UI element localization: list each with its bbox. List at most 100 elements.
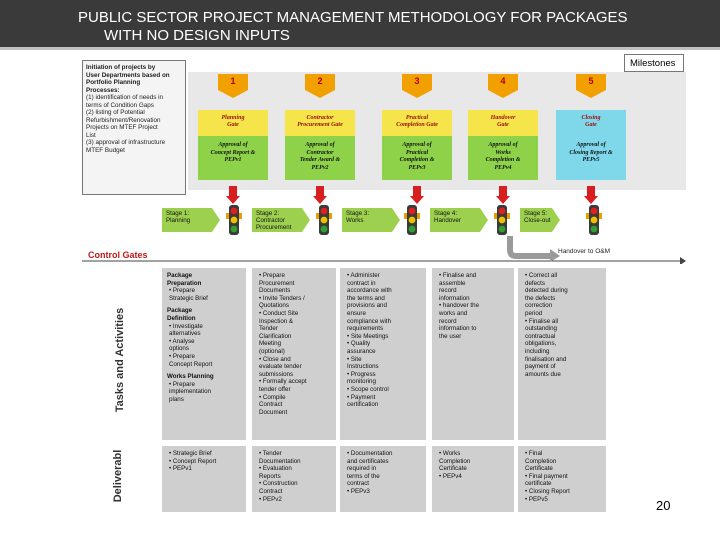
approval-line: Closing Report &	[569, 149, 613, 156]
stage-label-line: Stage 5:	[524, 210, 548, 217]
task-item-line: • Progress	[347, 370, 376, 378]
control-gates-label: Control Gates	[88, 250, 148, 260]
gate-label-line: Contractor	[306, 115, 334, 121]
deliverable-item-line: • PEPv5	[525, 495, 548, 503]
gate-label-line: Completion Gate	[396, 122, 438, 128]
deliverable-item-line: • Final payment	[525, 472, 568, 480]
task-item-line: Meeting	[259, 340, 282, 348]
task-item-line: compliance with	[347, 317, 392, 325]
deliverable-item-line: • Documentation	[347, 450, 393, 457]
title-bar: PUBLIC SECTOR PROJECT MANAGEMENT METHODO…	[0, 0, 720, 50]
task-item-line: alternatives	[169, 330, 201, 338]
task-item-line: Tender	[259, 325, 278, 333]
deliverable-item: • PEPv3	[345, 488, 421, 496]
milestone-marker: 5	[576, 74, 606, 98]
task-item-line: outstanding	[525, 325, 557, 333]
red-down-arrow	[584, 186, 598, 204]
task-heading-line: Package	[167, 272, 193, 279]
approval-line: Concept Report &	[210, 149, 256, 156]
initiation-line: (1) identification of needs in	[86, 94, 164, 101]
control-gates-bar	[82, 257, 686, 264]
milestones-label: Milestones	[624, 54, 684, 72]
task-heading-line: Package	[167, 307, 193, 315]
deliverable-item-line: Completion	[439, 457, 471, 465]
task-item-line: information	[439, 294, 470, 302]
stage-label: Stage 5:Close-out	[524, 210, 550, 224]
deliverable-item-line: Certificate	[439, 465, 467, 473]
approval-line: Tender Award &	[299, 157, 341, 163]
deliverable-item-line: and certificates	[347, 457, 389, 465]
task-item-line: • Prepare	[169, 352, 195, 360]
approval-line: Practical	[405, 149, 429, 156]
task-item-line: • Formally accept	[259, 378, 307, 386]
task-item-line: Inspection &	[259, 317, 294, 325]
gate-label-line: Gate	[497, 122, 509, 128]
traffic-light-icon	[404, 205, 420, 235]
task-item-line: record	[439, 287, 457, 295]
deliverable-item-line: • PEPv4	[439, 472, 462, 480]
task-item-line: provisions and	[347, 302, 387, 310]
initiation-line: (2) listing of Potential	[86, 109, 145, 116]
approval-line: Works	[495, 149, 511, 156]
deliverable-item-line: Certificate	[525, 465, 553, 473]
slide-number: 20	[656, 498, 671, 513]
handover-arrow	[507, 236, 560, 262]
task-item-line: options	[169, 345, 189, 353]
task-item-line: period	[525, 309, 543, 317]
initiation-line: (3) approval of infrastructure	[86, 139, 166, 146]
red-down-arrow	[496, 186, 510, 204]
task-item-line: including	[525, 347, 550, 355]
initiation-line: Initiation of projects by	[86, 64, 156, 71]
task-item-line: • Payment	[347, 393, 376, 401]
title-line-1: PUBLIC SECTOR PROJECT MANAGEMENT METHODO…	[78, 9, 628, 26]
milestone-number: 5	[588, 76, 594, 86]
approval-line: Approval of	[218, 142, 248, 148]
deliverable-item: • Closing Report	[523, 488, 601, 496]
task-heading-line: Preparation	[167, 279, 202, 287]
gate-label-line: Gate	[227, 122, 239, 128]
deliverable-item-line: • Strategic Brief	[169, 450, 212, 457]
deliverable-item-line: Documentation	[259, 457, 301, 465]
initiation-line: User Departments based on	[86, 71, 170, 79]
milestone-number: 1	[230, 76, 236, 86]
approval-line: Approval of	[402, 142, 432, 148]
deliverable-item-line: • Evaluation	[259, 465, 292, 473]
milestone-number: 2	[317, 76, 323, 86]
task-item-line: • Conduct Site	[259, 309, 299, 317]
approval-line: Approval of	[576, 142, 606, 148]
task-item-line: Documents	[259, 287, 291, 295]
deliverable-item-line: • PEPv2	[259, 495, 282, 503]
traffic-light-icon	[316, 205, 332, 235]
approval-line: PEPv5	[582, 157, 600, 163]
task-item-line: payment of	[525, 363, 556, 371]
task-item-line: evaluate tender	[259, 363, 302, 371]
task-item-line: contractual	[525, 332, 556, 340]
task-item-line: correction	[525, 302, 553, 310]
task-item-line: certification	[347, 401, 379, 409]
stage-label-line: Planning	[166, 217, 191, 224]
task-item-line: • Site	[347, 355, 362, 363]
task-item-line: record	[439, 317, 457, 325]
stage-label: Stage 4:Handover	[434, 210, 461, 224]
task-item-line: • Quality	[347, 340, 371, 348]
task-item-line: • Investigate	[169, 322, 203, 330]
